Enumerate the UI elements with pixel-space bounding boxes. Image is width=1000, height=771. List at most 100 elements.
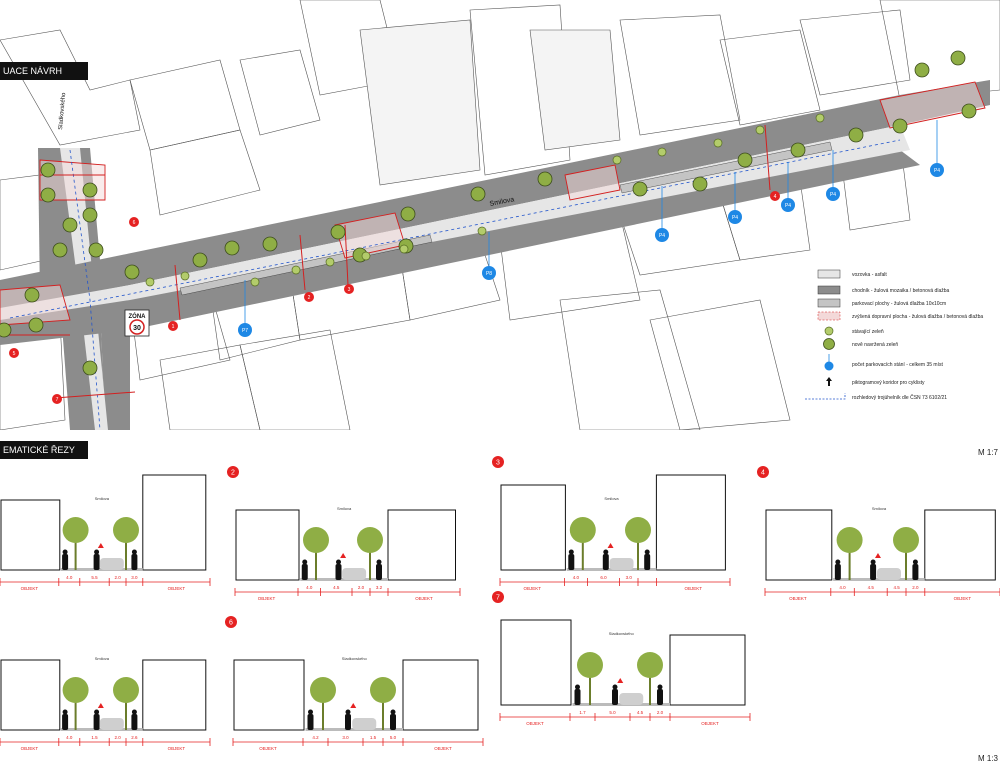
tree-marker-existing — [657, 147, 667, 157]
section-dimension-value: 3.0 — [342, 735, 349, 740]
section-direction-marker — [607, 543, 614, 548]
tree-marker-existing — [815, 113, 825, 123]
section-direction-marker — [97, 543, 104, 548]
section-dimension-value: 4.5 — [868, 585, 875, 590]
legend-arrow-icon — [826, 377, 832, 386]
section-person-head — [603, 549, 609, 555]
section-number-badge — [492, 456, 504, 468]
section-tree-crown — [836, 527, 863, 553]
parking-pin-p4-d: P4 — [826, 150, 840, 201]
section-direction-marker — [617, 678, 624, 683]
section-object-label-right: OBJEKT — [684, 586, 702, 591]
section-person — [131, 714, 138, 730]
section-person — [376, 564, 382, 580]
tree-marker — [82, 182, 98, 198]
section-ground — [566, 568, 657, 571]
tree-marker — [40, 187, 56, 203]
section-object-label-left: OBJEKT — [259, 746, 277, 751]
zone-sign-text: ZÓNA — [129, 312, 147, 320]
section-person-head — [376, 559, 382, 565]
section-building-right — [142, 474, 207, 571]
section-building-left — [0, 499, 61, 571]
plan-drawing: Smilova Sladkovského ZÓNA 30 1 2 3 4 5 6… — [0, 0, 1000, 431]
section-car — [342, 568, 367, 580]
legend-label: vozovka - asfalt — [852, 272, 887, 278]
section-tree-trunk — [74, 540, 77, 570]
section-number: 3 — [496, 460, 500, 467]
section-car — [99, 558, 124, 570]
section-dimension-value: 3.0 — [626, 575, 633, 580]
section-person — [602, 554, 609, 570]
parking-pin-p8: P8 — [482, 232, 496, 280]
legend-swatch — [817, 285, 841, 295]
section-tree-crown — [637, 652, 663, 678]
section-person — [612, 689, 618, 705]
legend-label: nově navržená zeleň — [852, 342, 898, 348]
red-marker-7: 7 — [52, 394, 62, 404]
section-dimension-value: 5.5 — [91, 575, 98, 580]
parking-pin-p4-d-label: P4 — [830, 192, 836, 198]
section-tree-trunk — [322, 700, 324, 730]
section-person-head — [62, 709, 68, 715]
parking-strip-east — [619, 141, 833, 194]
section-person — [301, 564, 308, 580]
section-building-right — [402, 659, 479, 731]
section-car — [619, 693, 644, 705]
section-building-right — [387, 509, 456, 581]
section-ground — [60, 568, 143, 571]
section-ground — [300, 578, 388, 581]
tree-marker-existing — [713, 138, 723, 148]
section-car — [352, 718, 377, 730]
section-street-label: Sladkovského — [342, 656, 368, 661]
red-marker-6: 6 — [129, 217, 139, 227]
section-dimension-value: 4.5 — [637, 710, 644, 715]
section-dimension-value: 1.7 — [579, 710, 586, 715]
section-tree-crown — [303, 527, 329, 553]
section-person-head — [657, 684, 663, 690]
section-tree-crown — [62, 677, 89, 703]
tree-marker — [790, 142, 806, 158]
section-person-head — [644, 549, 650, 555]
section-object-label-left: OBJEKT — [523, 586, 541, 591]
section-tree-trunk — [369, 550, 371, 580]
tree-marker — [961, 103, 977, 119]
legend-parking-pin-icon — [824, 361, 834, 371]
section-object-label-left: OBJEKT — [526, 721, 544, 726]
section-car — [99, 718, 124, 730]
section-number-badge — [225, 616, 237, 628]
section-dimension-value: 2.0 — [114, 575, 121, 580]
tree-marker — [192, 252, 208, 268]
section-dimension-value: 2.0 — [657, 710, 664, 715]
section-dimension-value: 4.0 — [839, 585, 846, 590]
tree-marker — [330, 224, 346, 240]
tree-marker — [632, 181, 648, 197]
section-number-badge — [227, 466, 239, 478]
tree-marker — [914, 62, 930, 78]
parking-pin-p4-e: P4 — [930, 120, 944, 177]
section-object-label-right: OBJEKT — [434, 746, 452, 751]
section-building-left — [765, 509, 833, 581]
section-building-right — [669, 634, 746, 706]
section-number: 6 — [229, 620, 233, 627]
section-object-label-right: OBJEKT — [168, 586, 186, 591]
section-tree-trunk — [125, 700, 127, 730]
tree-marker — [737, 152, 753, 168]
section-dimension-value: 2.0 — [114, 735, 121, 740]
section-ground — [305, 728, 403, 731]
cycle-corridor-line — [9, 139, 901, 319]
section-object-label-left: OBJEKT — [21, 746, 39, 751]
section-person-head — [308, 709, 313, 715]
tree-marker — [82, 207, 98, 223]
red-marker-7-label: 7 — [56, 397, 59, 403]
section-tree-crown — [370, 677, 396, 703]
zone-30-sign: ZÓNA 30 — [124, 309, 150, 337]
section-tree-crown — [357, 527, 383, 553]
section-direction-marker — [350, 703, 357, 708]
tree-marker-existing — [477, 226, 487, 236]
section-tree-crown — [577, 652, 603, 678]
section-tree-trunk — [848, 550, 851, 580]
parking-pin-p4-e-label: P4 — [934, 168, 940, 174]
